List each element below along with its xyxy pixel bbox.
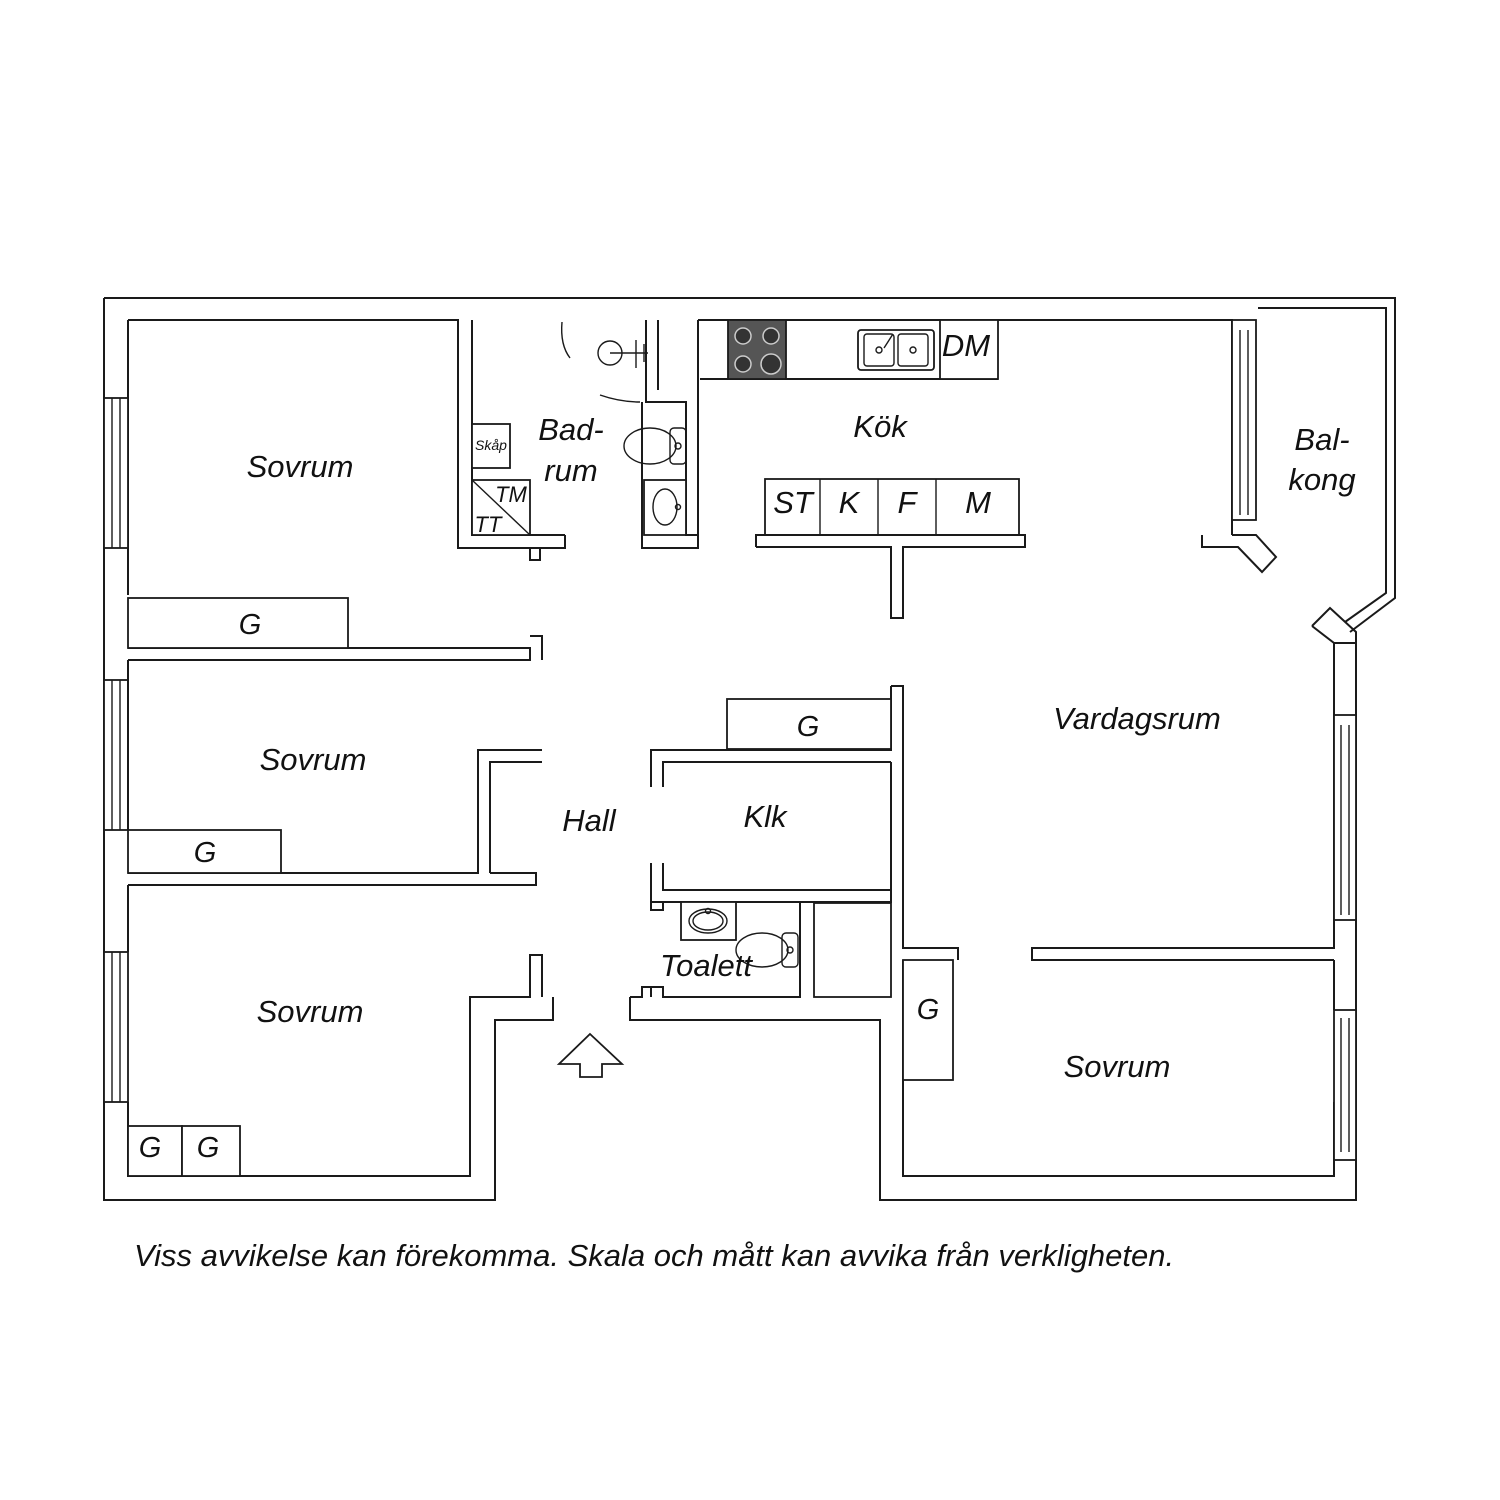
toilet-icon (623, 427, 677, 465)
shaft-box (813, 902, 892, 998)
wardrobe-sovrum-1 (127, 597, 349, 649)
wardrobe-sovrum-4 (902, 959, 954, 1081)
room-label-sovrum-3: Sovrum (257, 994, 364, 1029)
kok: DM Kök ST K F M (697, 319, 1233, 619)
toalett: Toalett (650, 901, 892, 998)
wardrobe-sovrum-3-b (181, 1125, 241, 1177)
wardrobe-label: G (139, 1132, 162, 1164)
door-swing (560, 321, 571, 359)
sovrum-2: G Sovrum (127, 660, 542, 886)
appliance-label-k: K (839, 485, 861, 520)
cabinet-label: Skåp (475, 437, 507, 453)
appliance-row (764, 478, 1020, 536)
wardrobe-label: G (194, 837, 217, 869)
wardrobe-label: G (917, 994, 940, 1026)
dryer-label: TT (475, 512, 503, 537)
sovrum-4: G Sovrum (902, 959, 1357, 1177)
wardrobe-sovrum-2 (127, 829, 282, 874)
hall: Hall (542, 803, 651, 1078)
sovrum-1: G Sovrum (127, 449, 543, 661)
room-label-kok: Kök (853, 409, 908, 444)
wardrobe-label: G (797, 711, 820, 743)
room-label-toalett: Toalett (660, 948, 753, 983)
disclaimer-text: Viss avvikelse kan förekomma. Skala och … (134, 1238, 1175, 1273)
left-windows (103, 397, 129, 1103)
room-label-vardagsrum: Vardagsrum (1053, 701, 1221, 736)
room-label-balkong-2: kong (1288, 462, 1355, 497)
washer-label: TM (495, 482, 527, 507)
door-swing (599, 394, 641, 403)
cabinet-skap (471, 423, 511, 469)
appliance-label-st: ST (773, 485, 815, 520)
vardagsrum: Vardagsrum (891, 625, 1357, 961)
wardrobe-klk (726, 698, 892, 750)
dishwasher (939, 319, 999, 380)
appliance-label-m: M (965, 485, 991, 520)
balkong: Bal- kong (1201, 297, 1396, 644)
room-label-hall: Hall (562, 803, 617, 838)
room-label-klk: Klk (743, 799, 788, 834)
room-label-balkong-1: Bal- (1294, 422, 1349, 457)
badrum: Skåp TM TT Bad- rum (471, 320, 699, 561)
room-label-sovrum-1: Sovrum (247, 449, 354, 484)
entrance-arrow-icon (556, 1032, 625, 1078)
room-label-sovrum-4: Sovrum (1064, 1049, 1171, 1084)
sink-icon (643, 479, 687, 536)
wardrobe-sovrum-3-a (127, 1125, 183, 1177)
sovrum-3: G G Sovrum (127, 885, 543, 1177)
dishwasher-label: DM (942, 328, 990, 363)
wardrobe-label: G (197, 1132, 220, 1164)
toilet-icon-toalett (735, 932, 789, 968)
klk: G Klk (650, 686, 892, 903)
appliance-label-f: F (898, 485, 919, 520)
wardrobe-label: G (239, 609, 262, 641)
kitchen-sink-icon (857, 329, 935, 371)
room-label-badrum-2: rum (544, 453, 597, 488)
room-label-sovrum-2: Sovrum (260, 742, 367, 777)
room-label-badrum-1: Bad- (538, 412, 603, 447)
